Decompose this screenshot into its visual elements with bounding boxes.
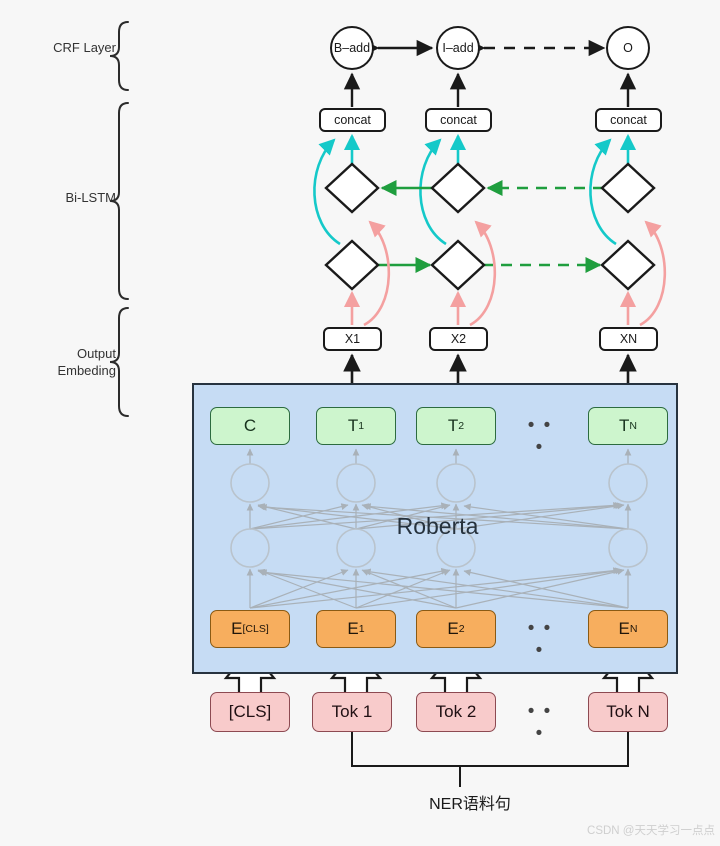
section-label-crf-layer: CRF Layer: [53, 40, 116, 55]
roberta-embedding-cls-sub: [CLS]: [242, 623, 269, 635]
roberta-output-c[interactable]: C: [210, 407, 290, 445]
roberta-embedding-e1-sub: 1: [358, 623, 365, 635]
concat-to-crf-arrows: [343, 72, 637, 107]
roberta-output-t1-text: T: [347, 416, 359, 435]
token-box-cls[interactable]: [CLS]: [210, 692, 290, 732]
output-embedding-box-x1[interactable]: X1: [323, 327, 382, 351]
output-embedding-box-x2[interactable]: X2: [429, 327, 488, 351]
concat-box-2[interactable]: concat: [425, 108, 492, 132]
ner-sentence-connector: [351, 732, 629, 787]
brace-crf-layer: [109, 21, 129, 91]
lstm-to-concat-arrows: [313, 133, 637, 246]
token-box-2[interactable]: Tok 2: [416, 692, 496, 732]
roberta-embedding-en-sub: N: [629, 623, 638, 635]
roberta-output-t2-sub: 2: [458, 420, 465, 432]
x-to-lstm-arrows: [343, 220, 667, 327]
roberta-embedding-ellipsis: • • •: [527, 618, 553, 661]
roberta-embedding-e2-sub: 2: [458, 623, 465, 635]
ner-input-label: NER语料句: [429, 796, 511, 813]
roberta-output-ellipsis: • • •: [527, 415, 553, 458]
section-label-output-embeding: Output Embeding: [57, 346, 116, 378]
brace-bi-lstm: [109, 102, 129, 300]
roberta-embedding-cls[interactable]: E[CLS]: [210, 610, 290, 648]
crf-node-o[interactable]: O: [606, 26, 650, 70]
roberta-output-c-text: C: [243, 416, 257, 435]
roberta-output-t1-sub: 1: [358, 420, 365, 432]
section-label-bi-lstm: Bi-LSTM: [65, 190, 116, 205]
roberta-embedding-e1-text: E: [347, 619, 359, 638]
token-box-n[interactable]: Tok N: [588, 692, 668, 732]
roberta-embedding-cls-text: E: [231, 619, 243, 638]
concat-box-1[interactable]: concat: [319, 108, 386, 132]
crf-node-b-add[interactable]: B–add: [330, 26, 374, 70]
roberta-output-t2-text: T: [447, 416, 459, 435]
crf-node-i-add[interactable]: I–add: [436, 26, 480, 70]
roberta-embedding-e2-text: E: [447, 619, 459, 638]
concat-box-n[interactable]: concat: [595, 108, 662, 132]
roberta-output-tn-text: T: [619, 416, 630, 435]
csdn-watermark: CSDN @天天学习一点点: [587, 825, 715, 837]
output-embedding-box-xn[interactable]: XN: [599, 327, 658, 351]
roberta-output-to-x-arrows: [343, 353, 637, 383]
roberta-embedding-en-text: E: [618, 619, 630, 638]
roberta-label: Roberta: [396, 513, 479, 539]
backward-lstm-cells: [324, 162, 656, 214]
forward-lstm-cells: [324, 239, 656, 291]
roberta-overlay: [230, 448, 648, 609]
roberta-output-tn-sub: N: [629, 420, 637, 432]
token-box-1[interactable]: Tok 1: [312, 692, 392, 732]
brace-output-embeding: [109, 307, 129, 417]
token-ellipsis: • • •: [527, 701, 553, 744]
